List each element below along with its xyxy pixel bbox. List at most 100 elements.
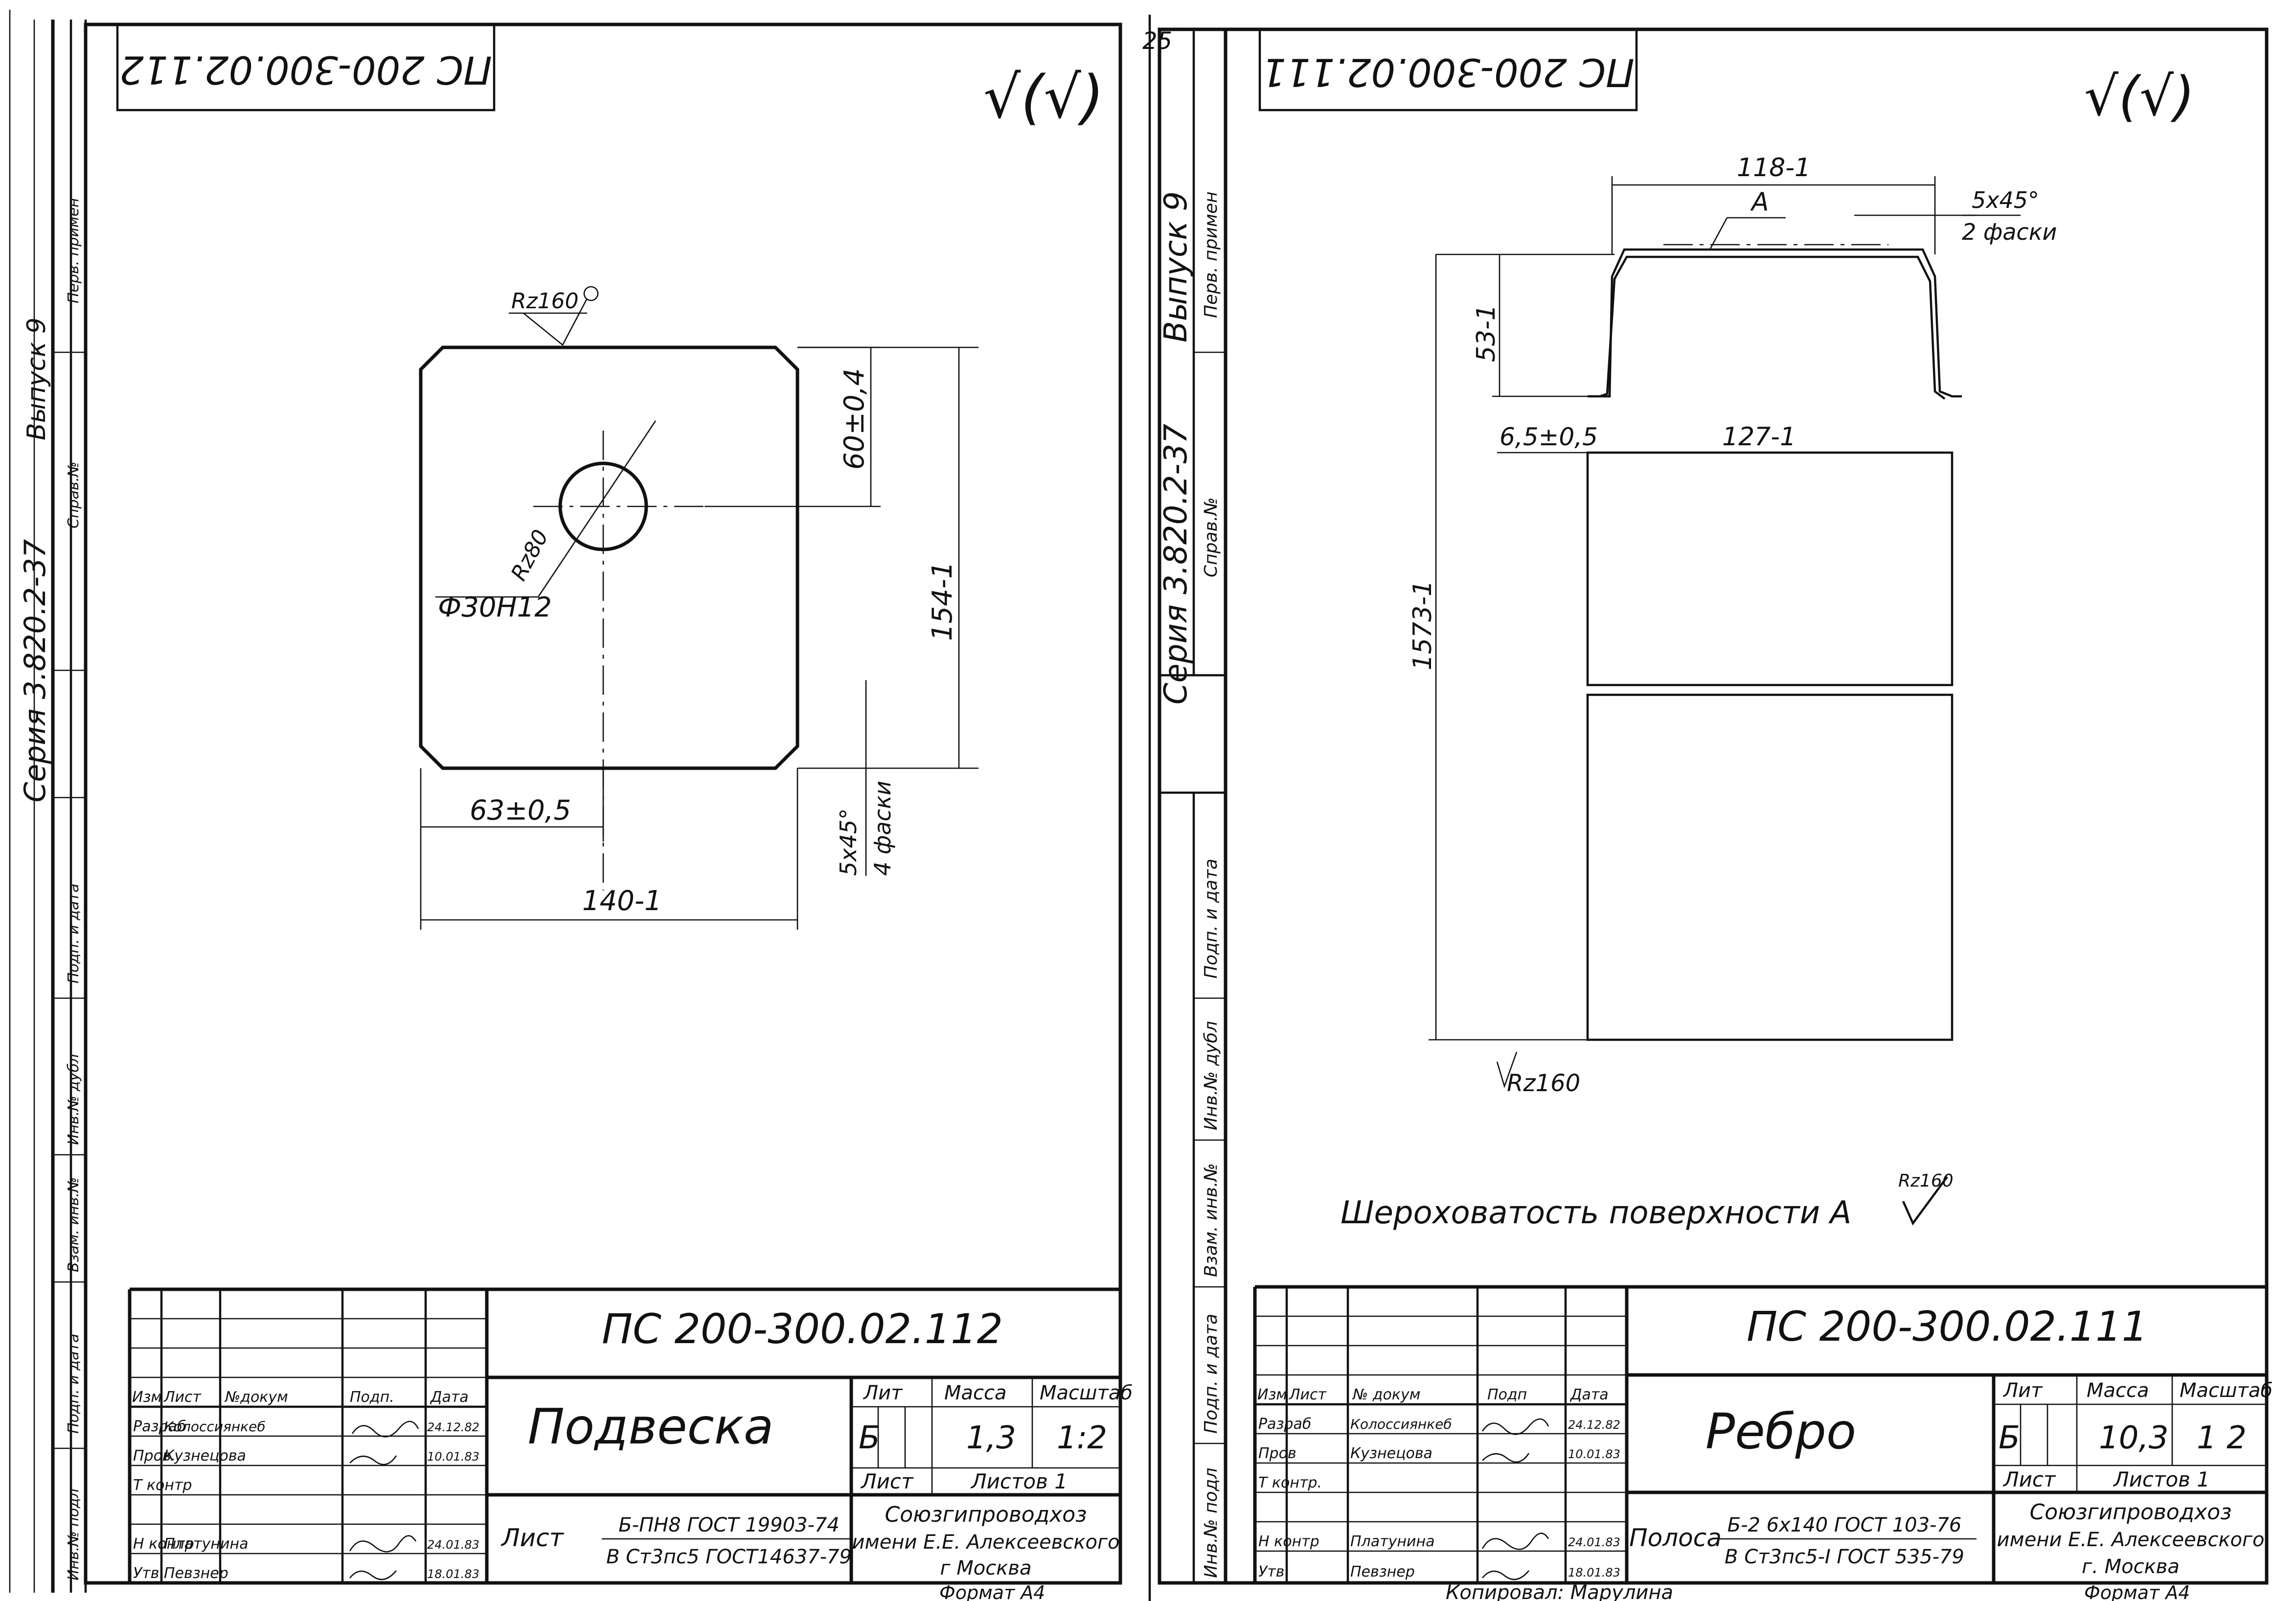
left-name: Подвеска: [528, 1398, 774, 1455]
left-org-3: г Москва: [940, 1557, 1032, 1579]
right-chamfer-1: 5х45°: [1972, 187, 2039, 213]
left-row-date: 24.12.82: [427, 1420, 479, 1434]
strip-inv-podl: Инв.№ подл: [65, 1488, 82, 1580]
right-top-code: ПС 200-300.02.111: [1262, 50, 1635, 94]
tracer-label: Копировал: Марулина: [1446, 1581, 1673, 1601]
right-org-1: Союзгипроводхоз: [2029, 1500, 2231, 1525]
left-row-name: Платунина: [164, 1535, 248, 1553]
right-sheet-label: Лист: [2002, 1467, 2056, 1491]
left-code: ПС 200-300.02.112: [602, 1305, 1003, 1353]
right-head-podp: Подп: [1487, 1386, 1527, 1403]
left-row-date: 18.01.83: [427, 1567, 479, 1581]
right-row-date: 24.12.82: [1568, 1418, 1620, 1432]
right-row-date: 10.01.83: [1568, 1447, 1620, 1461]
right-format: Формат А4: [2084, 1582, 2190, 1601]
left-row-name: Колоссиянкеб: [164, 1418, 266, 1435]
right-sheet: 25 Серия 3.820.2-37 Выпуск 9 Перв. приме…: [1142, 27, 2273, 1601]
right-row-role: Пров: [1258, 1445, 1296, 1462]
left-head-izm: Изм: [132, 1389, 162, 1406]
right-material-2: В Ст3пс5-I ГОСТ 535-79: [1725, 1546, 1964, 1568]
podveska-outline: [419, 345, 799, 770]
signature: [1482, 1453, 1530, 1463]
signature: [1481, 1570, 1529, 1580]
left-lit-value: Б: [859, 1420, 880, 1456]
left-row-role: Н контр: [133, 1535, 194, 1553]
signature: [1481, 1532, 1549, 1550]
roughness-note-rz: Rz160: [1898, 1171, 1954, 1191]
issue-label: Выпуск 9: [22, 318, 51, 440]
left-sheet: ПС 200-300.02.112 √(√) Ф30Н12 Rz80 Rz160…: [84, 23, 1133, 1601]
right-strip-podl: Инв.№ подл: [1201, 1468, 1221, 1578]
left-head-podp: Подп.: [350, 1389, 394, 1406]
left-row-date: 10.01.83: [427, 1450, 479, 1464]
chamfer-label-2: 4 фаски: [869, 781, 896, 876]
right-head-date: Дата: [1569, 1386, 1609, 1403]
right-row-role: Утв.: [1258, 1563, 1289, 1580]
left-material-label: Лист: [500, 1524, 565, 1552]
left-top-code-box: [116, 23, 496, 112]
strip-perv-primen: Перв. примен: [65, 198, 82, 303]
left-roughness-mark: √(√): [983, 64, 1104, 132]
right-title-block: ПС 200-300.02.111 Ребро Лит Масса Масшта…: [1253, 1285, 2273, 1583]
series-label: Серия 3.820.2-37: [18, 539, 52, 802]
right-row-role: Разраб: [1258, 1416, 1311, 1433]
left-row-role: Пров.: [133, 1447, 176, 1464]
left-sheet-label: Лист: [860, 1469, 914, 1493]
left-row-name: Кузнецова: [164, 1447, 246, 1464]
strip-inv-dubl: Инв.№ дубл: [65, 1054, 82, 1145]
right-head-doc: № докум: [1352, 1386, 1420, 1403]
left-row-role: Т контр: [133, 1477, 192, 1494]
right-issue-label: Выпуск 9: [1158, 191, 1194, 343]
dim-154: 154-1: [927, 561, 958, 641]
page-number: 25: [1142, 27, 1172, 55]
right-row-name: Колоссиянкеб: [1350, 1416, 1452, 1432]
right-strip-dubl: Инв.№ дубл: [1201, 1021, 1221, 1130]
strip-podp-data: Подп. и дата: [65, 884, 82, 983]
left-sheets-label: Листов 1: [970, 1469, 1068, 1493]
right-material-1: Б-2 6х140 ГОСТ 103-76: [1728, 1514, 1962, 1536]
rebro-profile: [1588, 248, 1962, 398]
left-head-doc: №докум: [224, 1389, 288, 1406]
right-series-label: Серия 3.820.2-37: [1158, 424, 1194, 705]
left-scale-value: 1:2: [1057, 1420, 1107, 1456]
left-head-list: Лист: [163, 1389, 202, 1406]
strip-sprav-no: Справ.№: [65, 462, 82, 528]
left-mass-label: Масса: [944, 1382, 1007, 1404]
left-head-date: Дата: [430, 1389, 469, 1406]
left-row-role: Разраб: [133, 1418, 186, 1435]
rebro-flat-upper: [1586, 451, 1954, 686]
right-strip-podp2: Подп. и дата: [1201, 1314, 1221, 1434]
right-material-label: Полоса: [1629, 1524, 1722, 1552]
right-lit-label: Лит: [2002, 1379, 2043, 1402]
dim-53: 53-1: [1472, 304, 1501, 362]
right-name: Ребро: [1705, 1403, 1856, 1460]
right-head-list: Лист: [1289, 1386, 1327, 1403]
signature: [351, 1420, 419, 1438]
dim-1573: 1573-1: [1408, 580, 1437, 670]
left-frame: [84, 23, 1122, 1585]
left-row-date: 24.01.83: [427, 1538, 479, 1552]
dim-140: 140-1: [582, 885, 662, 917]
right-row-name: Певзнер: [1350, 1563, 1415, 1580]
dim-118: 118-1: [1737, 153, 1811, 183]
left-top-code: ПС 200-300.02.112: [119, 47, 492, 91]
right-top-code-box: [1258, 28, 1638, 112]
right-head-izm: Изм: [1257, 1386, 1287, 1403]
right-row-name: Платунина: [1350, 1533, 1434, 1550]
right-row-date: 18.01.83: [1568, 1566, 1620, 1579]
left-title-block: ПС 200-300.02.112 Подвеска Лит Масса Мас…: [128, 1287, 1133, 1583]
rz80-label: Rz80: [506, 526, 554, 585]
right-strip-podp: Подп. и дата: [1201, 859, 1221, 979]
right-strip-perv: Перв. примен: [1201, 191, 1221, 318]
right-org-3: г. Москва: [2082, 1555, 2180, 1578]
left-lit-label: Лит: [863, 1382, 903, 1404]
signature: [1481, 1418, 1549, 1435]
right-row-name: Кузнецова: [1350, 1445, 1432, 1462]
strip-vzam-inv: Взам. инв.№: [65, 1177, 82, 1272]
left-org-2: имени Е.Е. Алексеевского: [852, 1531, 1120, 1554]
signature: [349, 1455, 397, 1465]
right-mass-label: Масса: [2087, 1379, 2149, 1402]
dim-6-5: 6,5±0,5: [1500, 423, 1598, 451]
right-row-role: Т контр.: [1258, 1474, 1322, 1491]
